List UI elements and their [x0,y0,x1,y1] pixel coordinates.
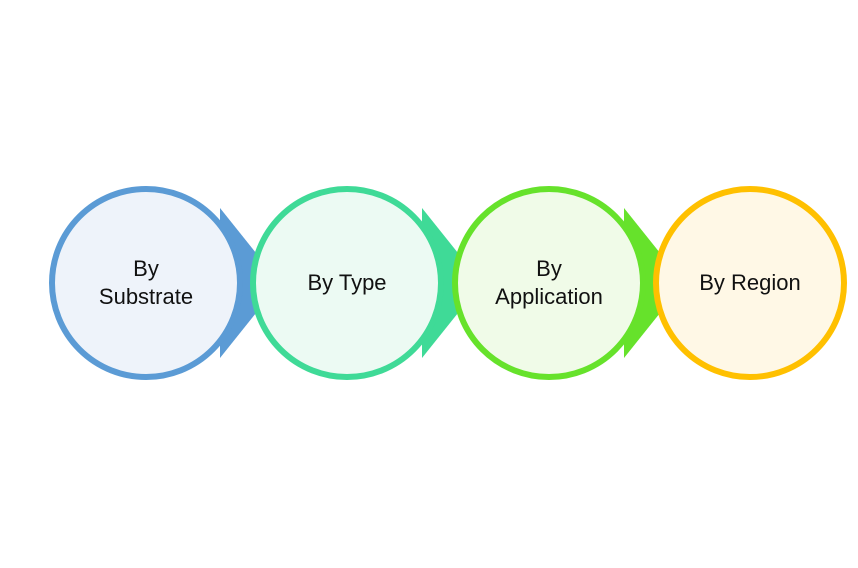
step-label-application: By Application [495,256,603,309]
step-label-region: By Region [699,270,801,295]
step-circle-substrate [49,186,243,380]
step-circle-application [452,186,646,380]
step-label-type: By Type [307,270,387,295]
step-circle-type [250,186,444,380]
step-label-substrate: By Substrate [98,256,194,309]
step-circle-region [653,186,847,380]
